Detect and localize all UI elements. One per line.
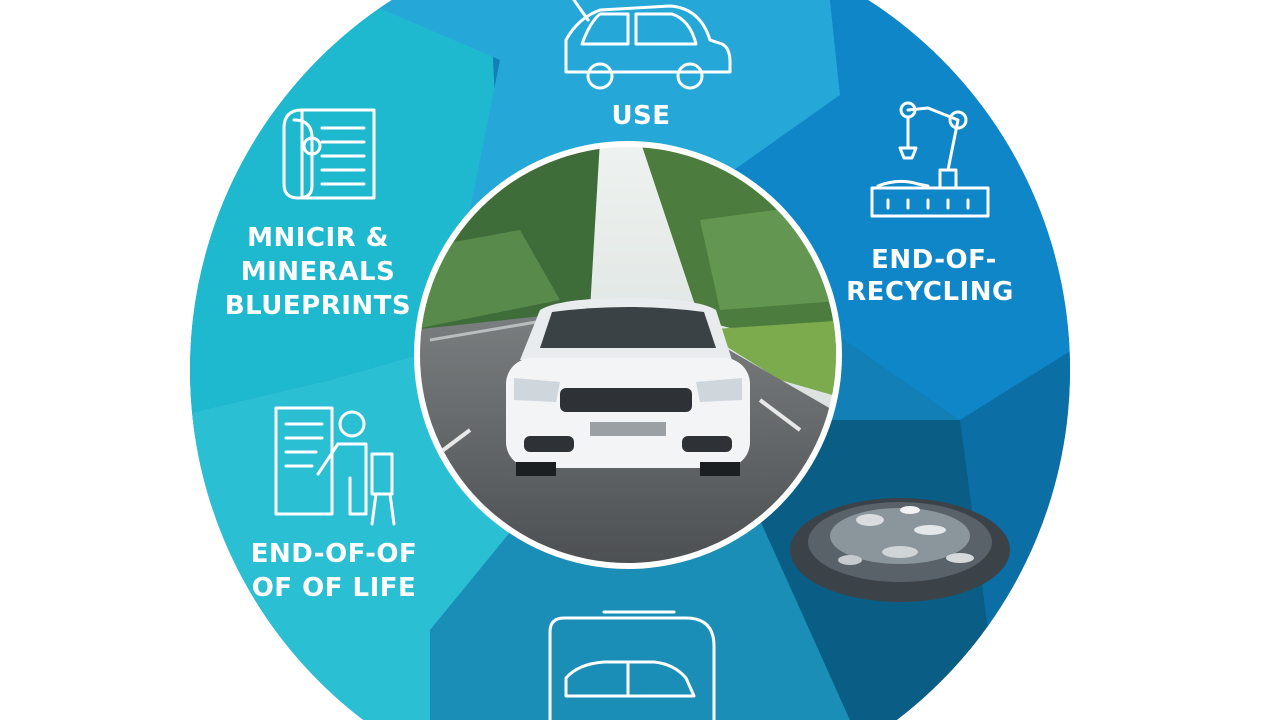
lane-marking: [758, 398, 802, 432]
label-recycling-line2: RECYCLING: [846, 277, 1014, 307]
blueprint-document-icon: [282, 108, 376, 200]
label-end-of-life-line2: OF OF LIFE: [252, 573, 417, 603]
shredded-material-icon: [790, 498, 1010, 602]
center-car-photo: [420, 147, 836, 563]
segment-bottom: [430, 520, 850, 720]
robotic-arm-icon: [870, 101, 990, 218]
person-at-document-icon: [274, 406, 396, 526]
label-end-of-life-line1: END-OF-OF: [251, 539, 418, 569]
segment-use: [360, 0, 840, 210]
grass-right: [700, 320, 836, 400]
label-recycling-line1: END-OF-: [871, 245, 997, 275]
van-with-car-icon: [548, 610, 716, 720]
car: [506, 298, 750, 476]
label-use: USE: [611, 101, 670, 131]
label-materials-line1: MNICIR &: [247, 223, 389, 253]
car-outline-icon: [564, 0, 732, 90]
trees-left-light: [420, 230, 560, 330]
label-materials-line2: MINERALS: [241, 257, 396, 287]
label-materials-line3: BLUEPRINTS: [225, 291, 411, 321]
